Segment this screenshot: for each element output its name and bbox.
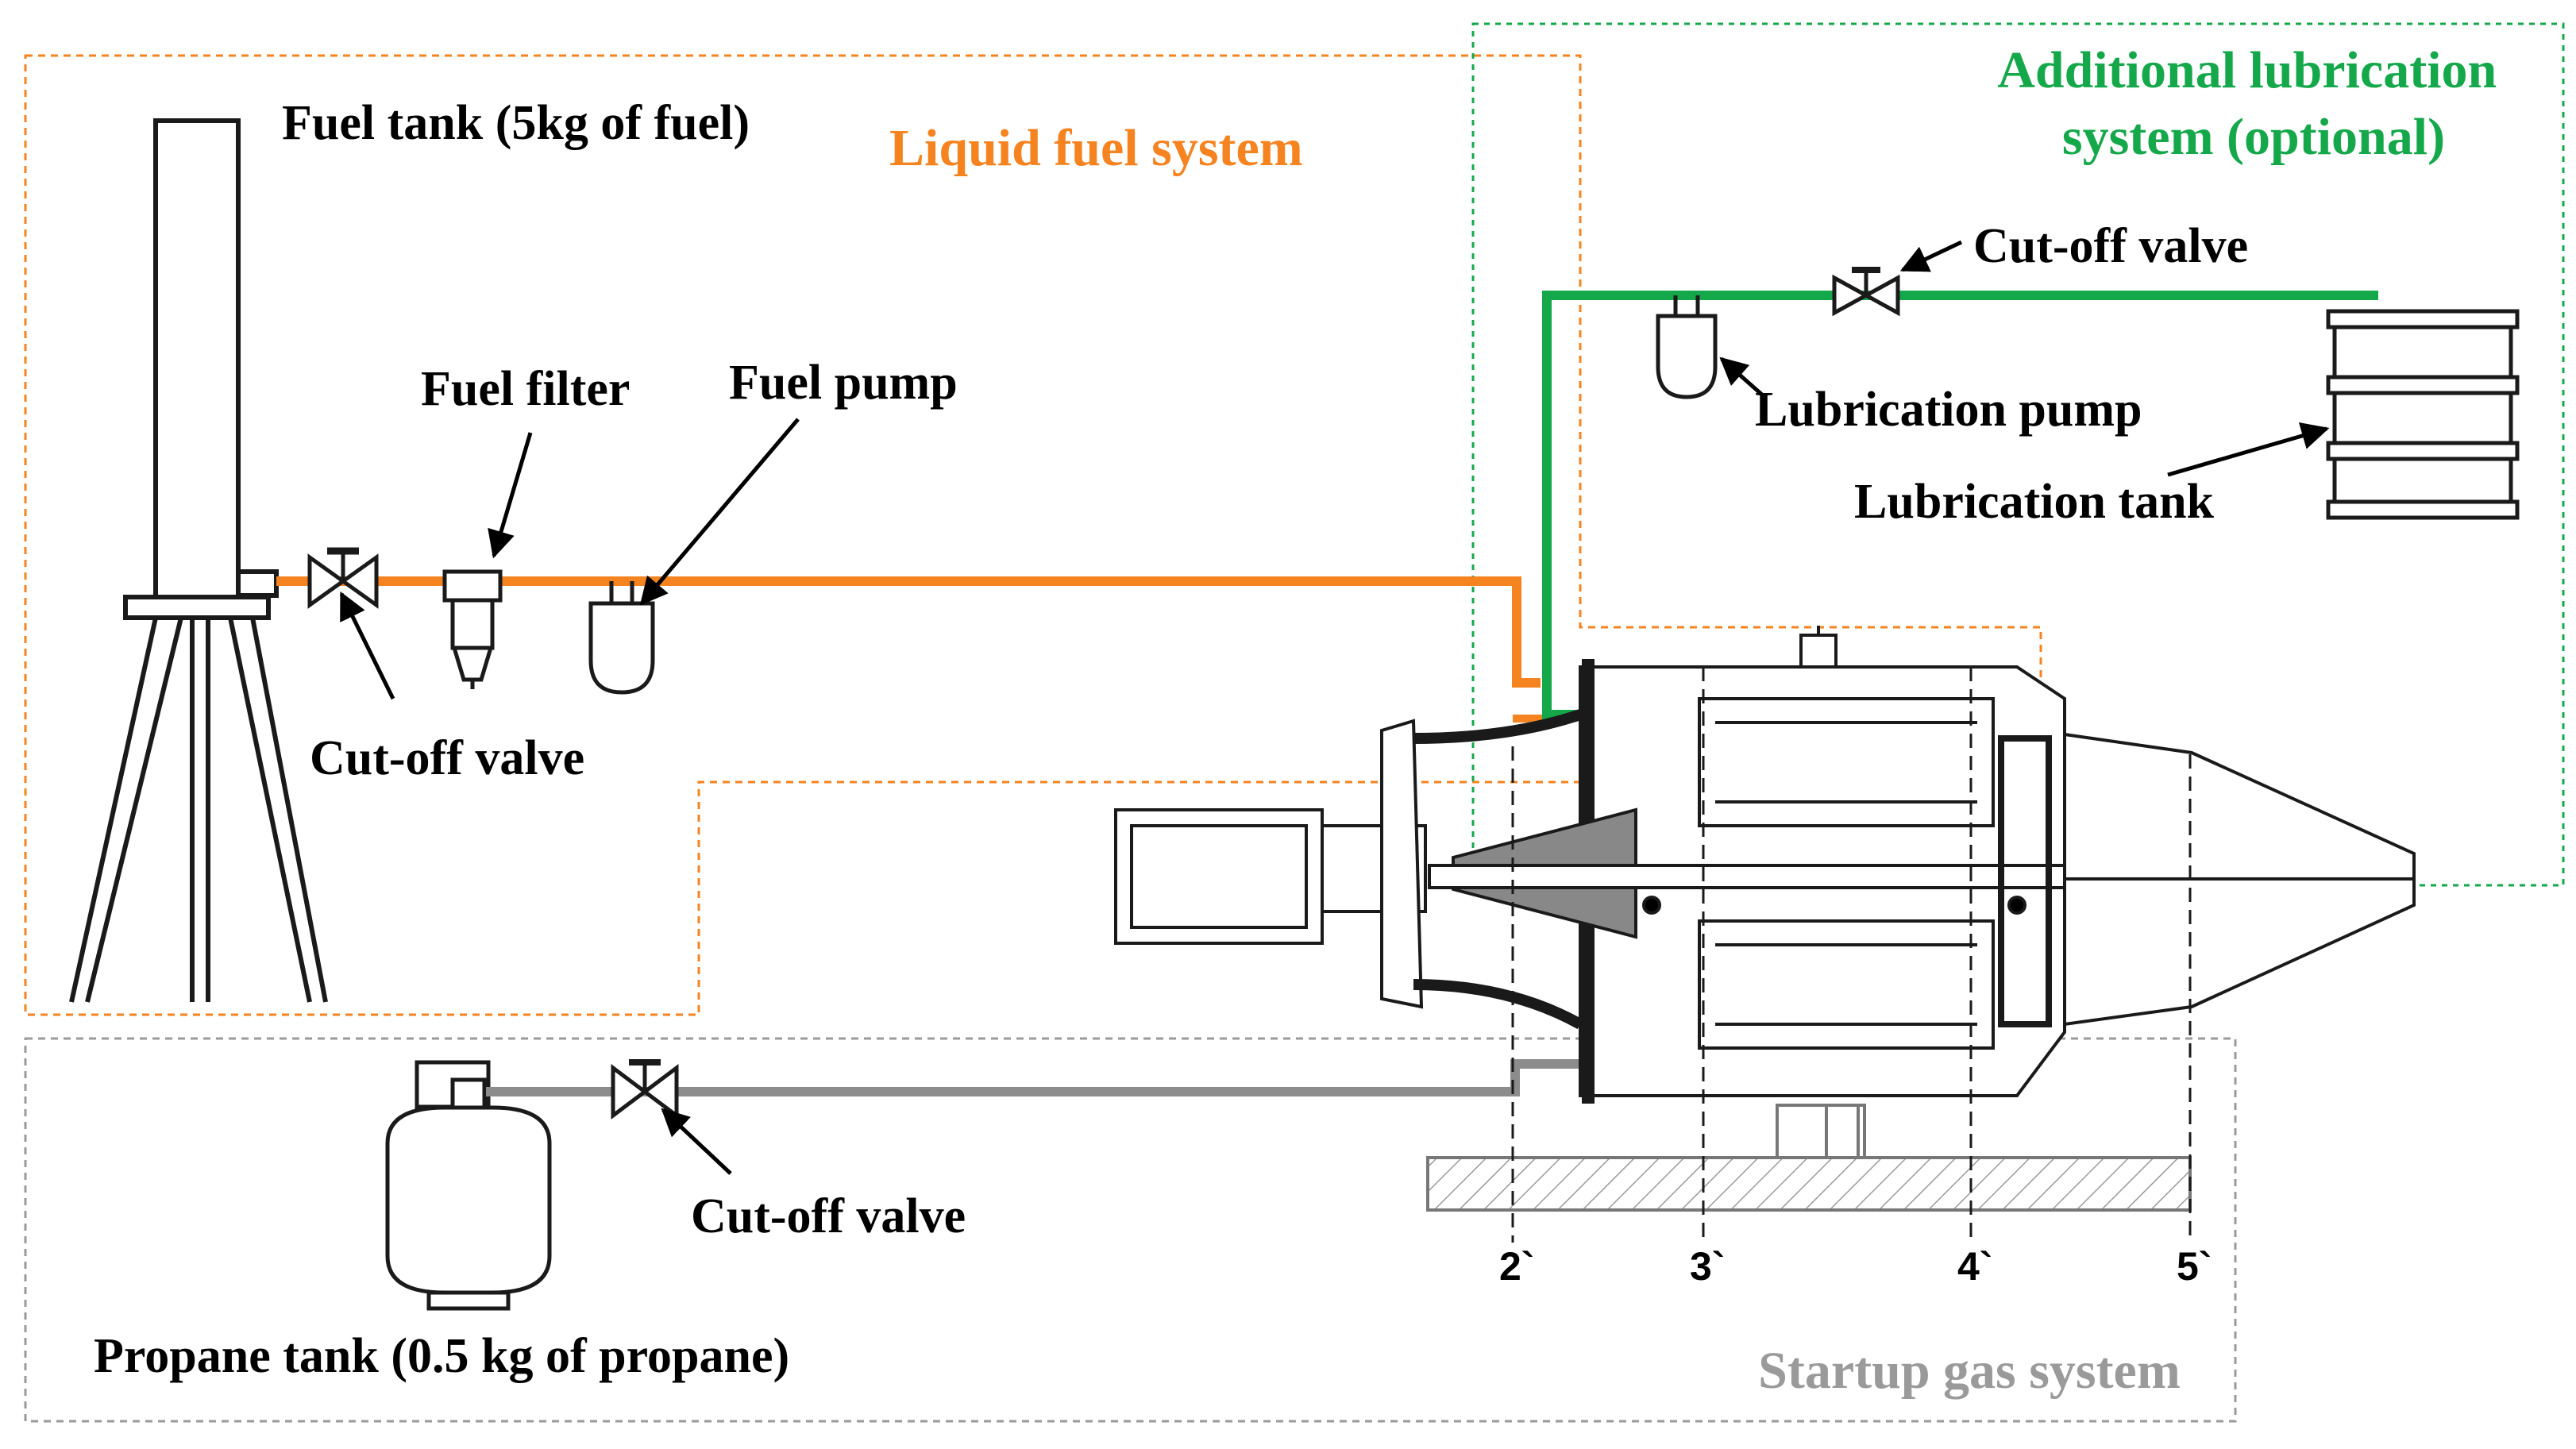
fuel-cutoff-pointer: [339, 591, 395, 700]
fuel-pump-pointer: [639, 418, 800, 606]
fuel-pump-label: Fuel pump: [729, 356, 958, 410]
propane-cylinder-icon: [385, 1060, 552, 1311]
liquid-fuel-system-title: Liquid fuel system: [889, 119, 1303, 177]
station-lines: [1511, 667, 2192, 1243]
lube-tank-label: Lubrication tank: [1854, 475, 2215, 529]
valve-icon: [1832, 267, 1900, 317]
pump-icon: [588, 581, 655, 695]
gas-cutoff-label: Cut-off valve: [691, 1189, 966, 1243]
liquid-fuel-boundary: [24, 54, 2042, 1016]
fuel-filter-icon: [442, 569, 503, 689]
lube-cutoff-pointer: [1899, 240, 1963, 272]
valve-icon: [307, 547, 379, 609]
station-label: 5`: [2177, 1244, 2212, 1289]
startup-gas-boundary: [24, 1037, 2237, 1423]
fuel-tank-label: Fuel tank (5kg of fuel): [282, 96, 750, 150]
lube-tank-pointer: [2167, 422, 2330, 477]
station-label: 4`: [1957, 1244, 1992, 1289]
station-label: 2`: [1499, 1244, 1534, 1289]
fuel-line: [276, 576, 1541, 688]
fuel-tank-stand-icon: [69, 118, 328, 1003]
lubrication-tank-icon: [2326, 309, 2520, 520]
turbojet-engine-icon: [1114, 626, 2416, 1212]
gas-line: [486, 1059, 1588, 1096]
lube-pump-pointer: [1719, 356, 1764, 397]
fuel-filter-pointer: [488, 432, 533, 559]
fuel-cutoff-label: Cut-off valve: [310, 731, 584, 785]
lube-pump-label: Lubrication pump: [1755, 383, 2142, 437]
lubrication-system-title: Additional lubrication system (optional): [1997, 41, 2509, 166]
lubrication-title-line2: system (optional): [2062, 108, 2445, 166]
station-label: 3`: [1690, 1244, 1725, 1289]
lubrication-boundary: [1471, 22, 2565, 887]
lubrication-title-line1: Additional lubrication: [1997, 41, 2497, 99]
pump-icon: [1656, 295, 1718, 399]
fuel-filter-label: Fuel filter: [421, 362, 630, 416]
lube-cutoff-label: Cut-off valve: [1973, 219, 2248, 273]
startup-gas-system-title: Startup gas system: [1758, 1342, 2181, 1400]
propane-tank-label: Propane tank (0.5 kg of propane): [94, 1329, 789, 1383]
valve-icon: [611, 1059, 679, 1120]
gas-cutoff-pointer: [661, 1108, 732, 1175]
